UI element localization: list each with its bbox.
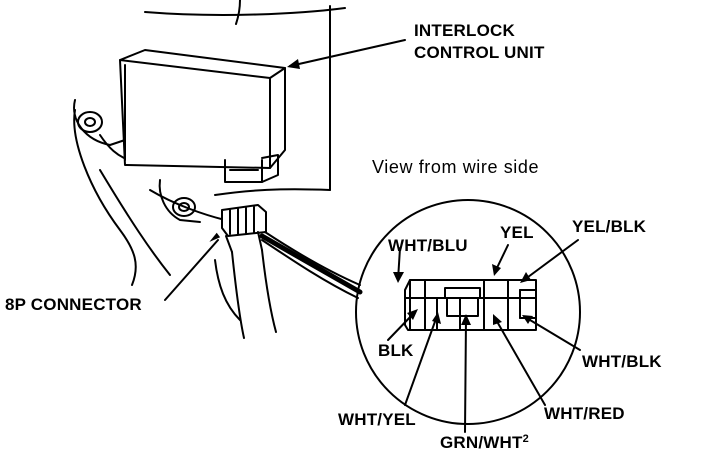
mounting-lug-lower xyxy=(158,179,201,223)
mounting-lug-left xyxy=(73,99,126,159)
pin-label-wht-blk: WHT/BLK xyxy=(582,352,662,371)
mounting-bracket xyxy=(73,0,346,321)
pin-label-wht-blu: WHT/BLU xyxy=(388,236,468,255)
pin-label-grn-wht: GRN/WHT2 xyxy=(440,433,529,452)
connector-label: 8P CONNECTOR xyxy=(5,295,142,314)
8p-connector-plug xyxy=(221,204,277,339)
pin-label-grn-wht-superscript: 2 xyxy=(522,433,529,445)
pin-label-yel-blk: YEL/BLK xyxy=(572,217,647,236)
interlock-control-unit-box xyxy=(119,49,286,183)
zoom-circle xyxy=(355,199,581,425)
magnify-wedge xyxy=(259,231,363,299)
pin-label-blk: BLK xyxy=(378,341,414,360)
control-unit-label-line2: CONTROL UNIT xyxy=(414,43,545,62)
pin-label-wht-red: WHT/RED xyxy=(544,404,625,423)
control-unit-label-line1: INTERLOCK xyxy=(414,21,515,40)
connector-face xyxy=(404,279,537,331)
pin-label-yel: YEL xyxy=(500,223,534,242)
pin-label-wht-yel: WHT/YEL xyxy=(338,410,416,429)
view-caption: View from wire side xyxy=(372,157,540,177)
pin-label-grn-wht-text: GRN/WHT xyxy=(440,433,523,452)
